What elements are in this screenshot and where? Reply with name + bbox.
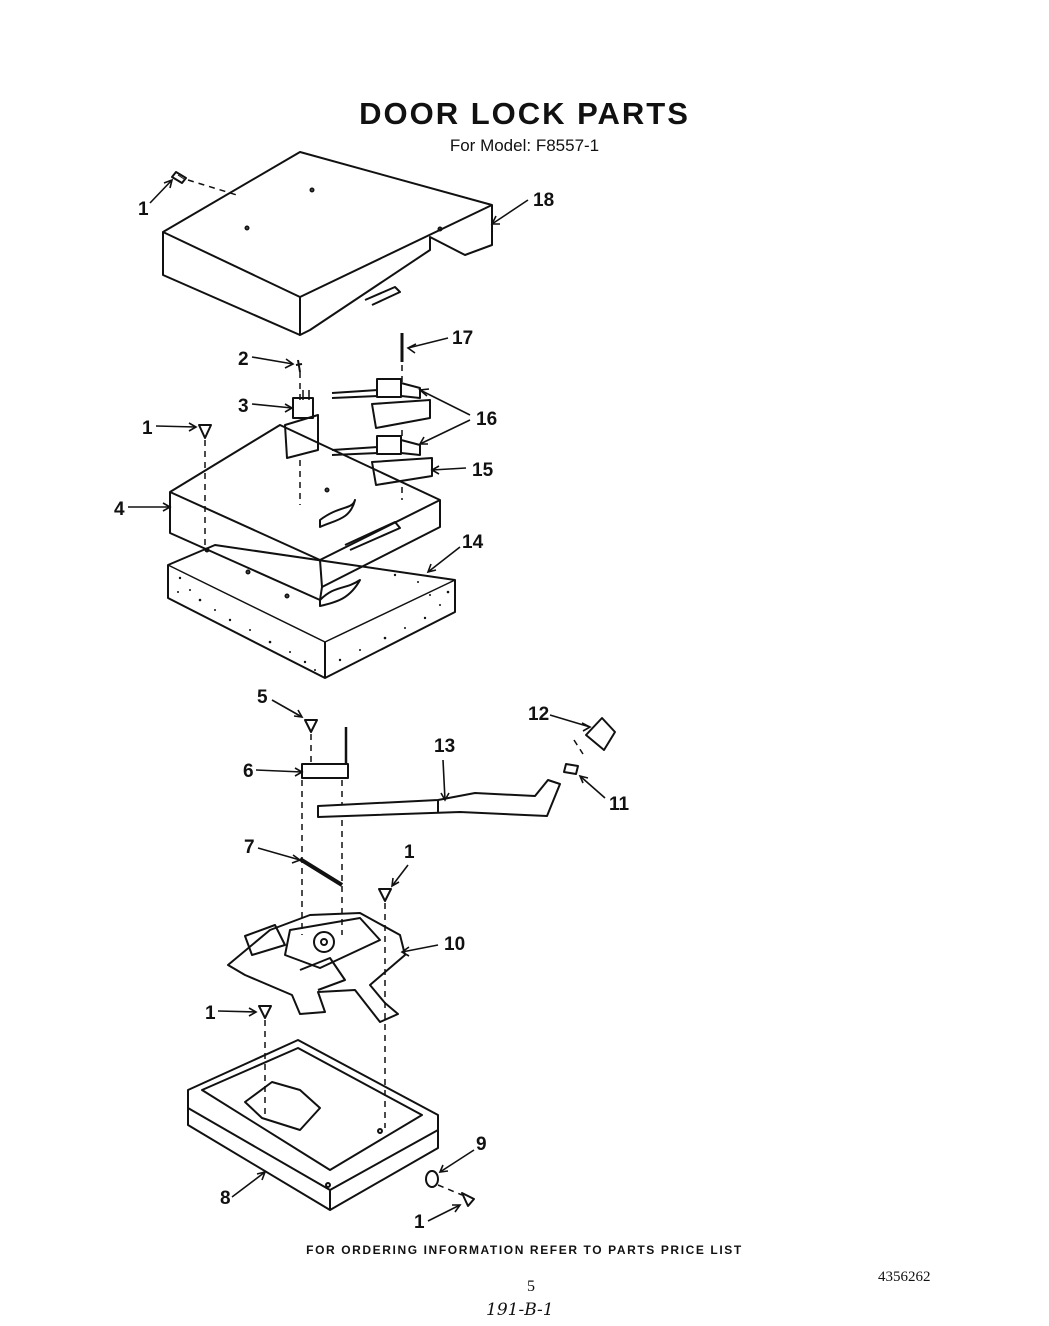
handwritten-note: 191-B-1 bbox=[486, 1300, 554, 1320]
ordering-note: FOR ORDERING INFORMATION REFER TO PARTS … bbox=[306, 1243, 743, 1257]
callout-1-bottom: 1 bbox=[414, 1212, 425, 1233]
callout-18: 18 bbox=[533, 190, 554, 211]
part-7-pin bbox=[298, 857, 344, 887]
callout-1-left: 1 bbox=[205, 1003, 216, 1024]
callout-4: 4 bbox=[114, 499, 125, 520]
callout-3: 3 bbox=[238, 396, 249, 417]
insulation-speckle bbox=[177, 573, 450, 671]
callout-1-top: 1 bbox=[138, 199, 149, 220]
callout-6: 6 bbox=[243, 761, 254, 782]
alignment-lines bbox=[187, 179, 584, 1196]
part-4-bracket bbox=[169, 424, 441, 601]
callout-14: 14 bbox=[462, 532, 484, 553]
part-1-screw-top bbox=[171, 171, 187, 184]
part-1-screw-middle bbox=[198, 424, 212, 439]
callout-12: 12 bbox=[528, 704, 549, 725]
part-9-washer bbox=[425, 1170, 439, 1188]
part-6-bracket bbox=[301, 727, 349, 779]
leader-arrows bbox=[128, 178, 606, 1222]
part-15-insulator bbox=[371, 457, 433, 486]
part-8-base-tray bbox=[187, 1039, 439, 1211]
part-1-screw-bottom bbox=[461, 1192, 475, 1207]
part-1-screw-lower-left bbox=[258, 1005, 272, 1019]
callout-17: 17 bbox=[452, 328, 473, 349]
part-11-connector bbox=[563, 763, 579, 775]
part-5-screw bbox=[304, 719, 318, 733]
callout-2: 2 bbox=[238, 349, 249, 370]
part-12-cap bbox=[585, 717, 616, 751]
callout-9: 9 bbox=[476, 1134, 487, 1155]
part-14-insulation bbox=[167, 544, 456, 679]
callout-1-right: 1 bbox=[404, 842, 415, 863]
part-2-spring bbox=[295, 359, 303, 373]
part-18-top-cover bbox=[162, 151, 493, 336]
part-10-lock-mechanism bbox=[227, 912, 406, 1023]
callout-13: 13 bbox=[434, 736, 455, 757]
callout-8: 8 bbox=[220, 1188, 231, 1209]
part-16-switches bbox=[331, 378, 431, 456]
page-title: DOOR LOCK PARTS bbox=[359, 96, 690, 131]
callout-1-middle: 1 bbox=[142, 418, 153, 439]
part-13-rod bbox=[317, 779, 561, 818]
callout-10: 10 bbox=[444, 934, 465, 955]
callout-11: 11 bbox=[609, 794, 630, 815]
part-1-screw-lower bbox=[378, 888, 392, 902]
callout-16: 16 bbox=[476, 409, 497, 430]
document-number: 4356262 bbox=[878, 1269, 931, 1285]
model-subtitle: For Model: F8557-1 bbox=[449, 136, 600, 155]
page-number: 5 bbox=[527, 1278, 535, 1295]
callout-7: 7 bbox=[244, 837, 255, 858]
callout-15: 15 bbox=[472, 460, 494, 481]
part-3-switch bbox=[284, 390, 319, 459]
callout-5: 5 bbox=[257, 687, 268, 708]
